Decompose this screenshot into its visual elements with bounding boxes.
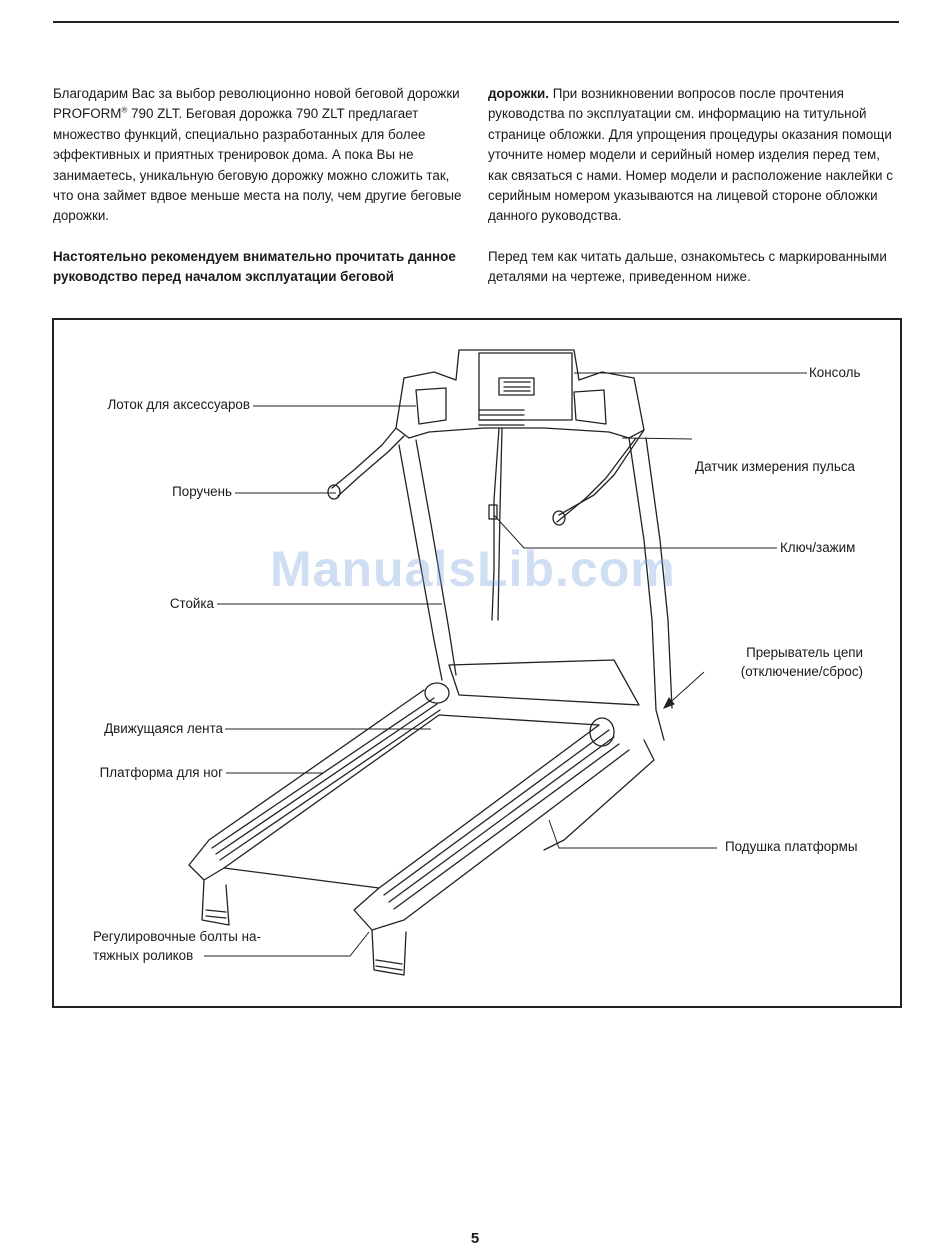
- walking-belt: [223, 714, 600, 889]
- label-foot-rail: Платформа для ног: [99, 765, 223, 780]
- page-number: 5: [470, 1230, 480, 1247]
- label-roller-bolts-line1: Регулировочные болты на-: [93, 929, 261, 944]
- label-pulse-sensor: Датчик измерения пульса: [695, 459, 855, 474]
- leader-key-clip: [493, 514, 777, 549]
- intro-paragraph-4: Перед тем как читать дальше, ознакомьтес…: [488, 248, 887, 285]
- label-circuit-breaker-line1: Прерыватель цепи: [746, 645, 863, 660]
- handrail-left: [331, 427, 397, 489]
- label-roller-bolts-line2: тяжных роликов: [93, 948, 194, 963]
- accessory-tray-left: [415, 387, 447, 425]
- intro-right-column: дорожки. При возникновении вопросов посл…: [488, 84, 898, 308]
- label-deck-cushion: Подушка платформы: [725, 839, 858, 854]
- label-accessory-tray: Лоток для аксессуаров: [107, 397, 250, 412]
- intro-left-column: Благодарим Вас за выбор революционно нов…: [53, 84, 463, 308]
- top-rule: [53, 21, 899, 23]
- leader-roller-bolts: [204, 931, 370, 957]
- upright-left: [398, 444, 443, 681]
- watermark: ManualsLib.com: [270, 541, 676, 597]
- intro-paragraph-1: Благодарим Вас за выбор революционно нов…: [53, 86, 462, 224]
- key-cord: [491, 427, 500, 621]
- deck-right-rail: [353, 724, 630, 931]
- label-handrail: Поручень: [172, 484, 232, 499]
- treadmill-illustration: [188, 349, 807, 976]
- label-key-clip: Ключ/зажим: [780, 540, 856, 555]
- deck-left-rail: [188, 689, 440, 881]
- label-walking-belt: Движущаяся лента: [104, 721, 223, 736]
- console-shape: [395, 349, 645, 439]
- leader-pulse-sensor: [621, 437, 693, 440]
- treadmill-figure: Консоль Лоток для аксессуаров Датчик изм…: [52, 318, 902, 1008]
- label-circuit-breaker-line2: (отключение/сброс): [740, 664, 863, 679]
- registered-mark: ®: [121, 105, 128, 115]
- label-upright: Стойка: [169, 596, 214, 611]
- intro-paragraph-3: дорожки. При возникновении вопросов посл…: [488, 86, 893, 224]
- upright-right: [628, 437, 665, 741]
- label-console: Консоль: [809, 365, 861, 380]
- intro-paragraph-2-bold: Настоятельно рекомендуем внимательно про…: [53, 248, 456, 285]
- handrail-right: [558, 429, 645, 516]
- leader-deck-cushion: [548, 819, 717, 849]
